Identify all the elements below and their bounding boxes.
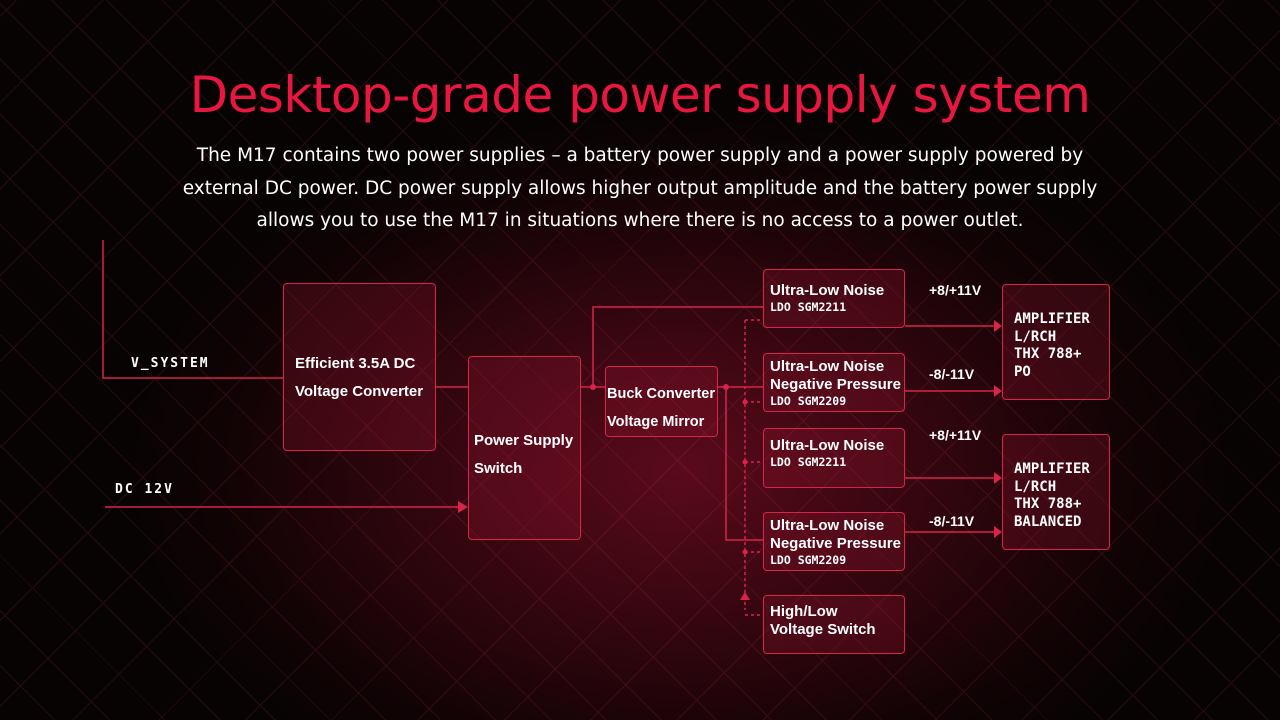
page-title: Desktop-grade power supply system — [189, 66, 1091, 124]
buck-converter-block: Buck Converter Voltage Mirror — [605, 366, 718, 437]
ldo-sgm2209-block-2: Ultra-Low Noise Negative Pressure LDO SG… — [763, 512, 905, 571]
block-label: Voltage Switch — [770, 621, 876, 638]
arrow-icon — [994, 320, 1002, 332]
block-label: Negative Pressure — [770, 376, 901, 393]
block-label: Switch — [474, 460, 523, 477]
part-number: LDO SGM2209 — [770, 553, 847, 567]
block-label: AMPLIFIER — [1014, 311, 1090, 327]
ldo-sgm2211-block-1: Ultra-Low Noise LDO SGM2211 — [763, 269, 905, 328]
block-label: THX 788+ — [1014, 346, 1082, 362]
block-label: THX 788+ — [1014, 496, 1082, 512]
block-label: High/Low — [770, 603, 838, 620]
junction-dot — [590, 384, 596, 390]
arrow-icon — [994, 472, 1002, 484]
voltage-label: +8/+11V — [929, 282, 982, 298]
block-label: Voltage Mirror — [607, 414, 705, 430]
block-label: L/RCH — [1014, 328, 1057, 345]
amplifier-balanced-block: AMPLIFIER L/RCH THX 788+ BALANCED — [1002, 434, 1110, 550]
junction-dot — [742, 459, 748, 465]
arrow-icon — [458, 501, 468, 513]
block-label: Buck Converter — [607, 386, 715, 402]
block-label: Negative Pressure — [770, 535, 901, 552]
block-label: Efficient 3.5A DC — [295, 355, 416, 372]
block-label: AMPLIFIER — [1014, 461, 1090, 477]
arrow-up-icon — [740, 592, 750, 600]
hl-switch-dashed-lines — [744, 319, 763, 616]
high-low-voltage-switch-block: High/Low Voltage Switch — [763, 595, 905, 654]
junction-dot — [742, 399, 748, 405]
block-label: PO — [1014, 363, 1031, 380]
voltage-label: +8/+11V — [929, 427, 982, 443]
arrow-icon — [994, 526, 1002, 538]
voltage-label: -8/-11V — [929, 366, 975, 382]
block-label: Ultra-Low Noise — [770, 358, 885, 375]
description: The M17 contains two power supplies – a … — [182, 145, 1098, 231]
block-label: Ultra-Low Noise — [770, 517, 885, 534]
block-label: Ultra-Low Noise — [770, 282, 885, 299]
junction-dot — [742, 549, 748, 555]
ldo-to-amp-lines — [905, 325, 996, 533]
arrow-icon — [994, 385, 1002, 397]
v-system-label: V_SYSTEM — [131, 356, 210, 371]
buck-to-ldo-lines — [718, 386, 763, 541]
block-label: BALANCED — [1014, 513, 1082, 530]
block-label: Ultra-Low Noise — [770, 437, 885, 454]
block-label: L/RCH — [1014, 478, 1057, 495]
v-system-line — [102, 240, 283, 379]
junction-dot — [723, 384, 729, 390]
part-number: LDO SGM2211 — [770, 300, 847, 314]
ldo-sgm2211-block-2: Ultra-Low Noise LDO SGM2211 — [763, 428, 905, 488]
part-number: LDO SGM2209 — [770, 394, 847, 408]
part-number: LDO SGM2211 — [770, 455, 847, 469]
power-supply-switch-block: Power Supply Switch — [468, 356, 581, 540]
voltage-label: -8/-11V — [929, 513, 975, 529]
dc-voltage-converter-block: Efficient 3.5A DC Voltage Converter — [283, 283, 436, 451]
amplifier-po-block: AMPLIFIER L/RCH THX 788+ PO — [1002, 284, 1110, 400]
block-label: Voltage Converter — [295, 383, 424, 400]
ldo-sgm2209-block-1: Ultra-Low Noise Negative Pressure LDO SG… — [763, 353, 905, 412]
dc-12v-label: DC 12V — [115, 482, 174, 497]
block-label: Power Supply — [474, 432, 574, 449]
